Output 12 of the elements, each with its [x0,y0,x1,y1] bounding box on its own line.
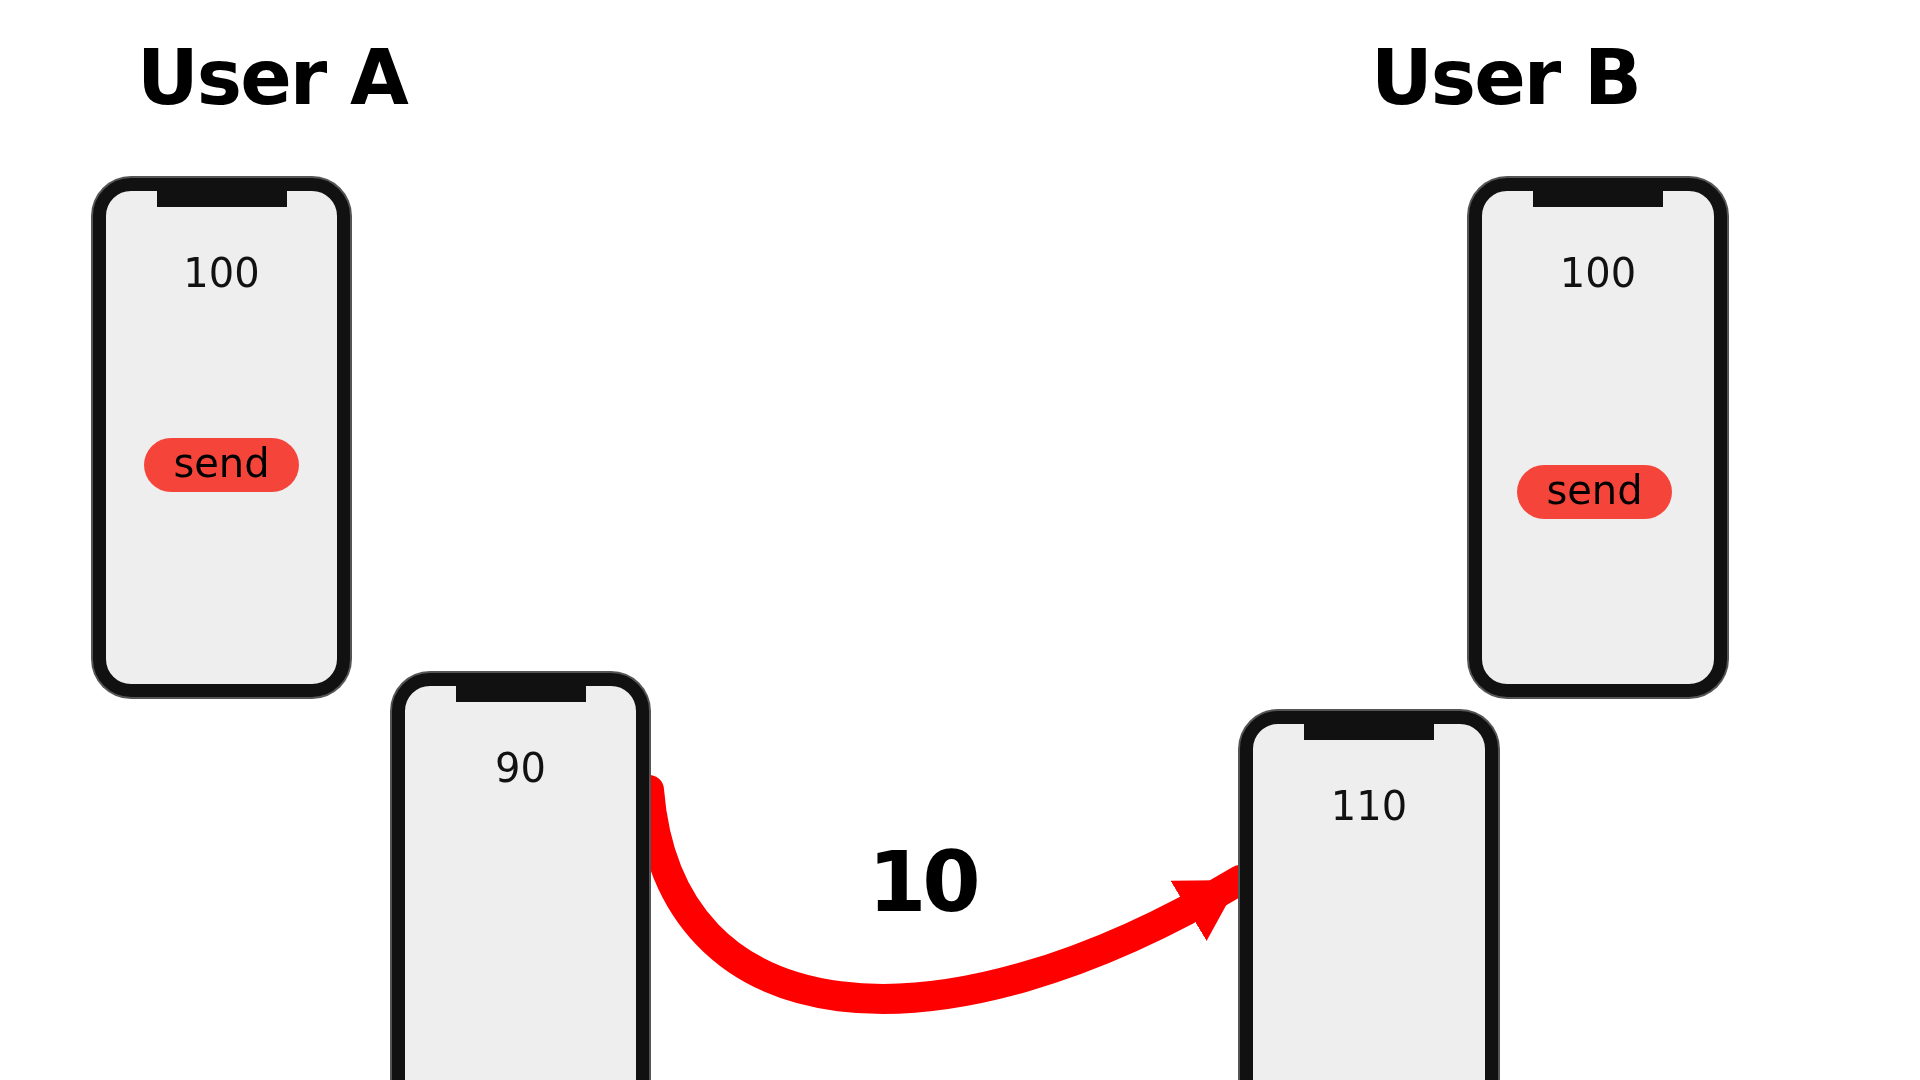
phone-screen [1469,178,1727,697]
phone-screen [93,178,350,697]
balance-number: 100 [1558,253,1638,293]
balance-number: 110 [1329,786,1409,826]
send-button: send [144,438,299,492]
send-button: send [1517,465,1672,519]
phone-screen [1240,711,1498,1080]
phone-screen [392,673,649,1080]
balance-number: 90 [494,748,547,788]
user-heading: User A [137,32,407,124]
balance-number: 100 [182,253,261,293]
user-heading: User B [1371,32,1640,124]
